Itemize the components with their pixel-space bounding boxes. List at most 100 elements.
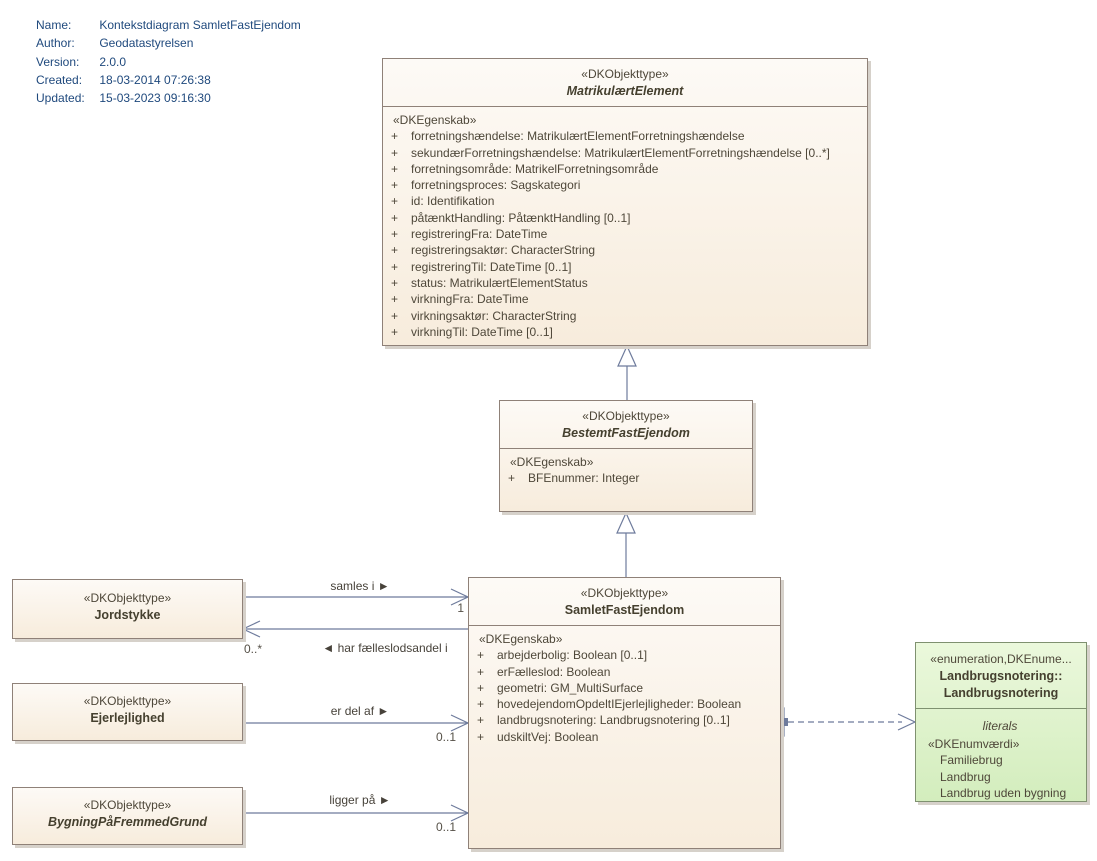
attribute-visibility: + bbox=[477, 697, 485, 712]
class-stereotype: «DKObjekttype» bbox=[581, 67, 669, 81]
attribute-list: + BFEnummer: Integer bbox=[506, 470, 746, 486]
diagram-metadata: Name: Kontekstdiagram SamletFastEjendom … bbox=[36, 16, 301, 107]
attribute-text: geometri: GM_MultiSurface bbox=[497, 680, 644, 695]
attribute-visibility: + bbox=[391, 227, 399, 242]
enumeration-literal-text: Landbrug bbox=[940, 769, 991, 784]
attribute-visibility: + bbox=[477, 664, 485, 679]
assoc-label-samles-i: samles i ► bbox=[330, 579, 390, 593]
class-ejerlejlighed[interactable]: «DKObjekttype» Ejerlejlighed bbox=[12, 683, 243, 741]
attribute-text: forretningsproces: Sagskategori bbox=[411, 178, 581, 193]
attribute-visibility: + bbox=[508, 471, 516, 486]
attribute-row: +status: MatrikulærtElementStatus bbox=[389, 275, 861, 291]
assoc-label-er-del-af: er del af ► bbox=[330, 704, 390, 718]
attribute-row: + virkningsaktør: CharacterString bbox=[389, 308, 861, 324]
attribute-text: registreringsaktør: CharacterString bbox=[411, 243, 596, 258]
attribute-row: + BFEnummer: Integer bbox=[506, 470, 746, 486]
enumeration-literal-list: Familiebrug Landbrug Landbrug uden bygni… bbox=[920, 752, 1080, 801]
enumeration-literal: Landbrug uden bygning bbox=[920, 785, 1080, 801]
enumeration-landbrugsnotering[interactable]: «enumeration,DKEnume... Landbrugsnoterin… bbox=[915, 642, 1087, 802]
attribute-text: BFEnummer: Integer bbox=[528, 471, 640, 486]
attribute-visibility: + bbox=[391, 259, 399, 274]
attribute-text: registreringTil: DateTime [0..1] bbox=[411, 259, 572, 274]
attribute-text: registreringFra: DateTime bbox=[411, 227, 548, 242]
attribute-text: erFælleslod: Boolean bbox=[497, 664, 611, 679]
attribute-visibility: + bbox=[391, 324, 399, 339]
attribute-text: påtænktHandling: PåtænktHandling [0..1] bbox=[411, 210, 631, 225]
attribute-text: udskiltVej: Boolean bbox=[497, 729, 599, 744]
attribute-stereotype: «DKEgenskab» bbox=[479, 632, 563, 646]
attribute-row: + registreringTil: DateTime [0..1] bbox=[389, 259, 861, 275]
enumeration-name: Landbrugsnotering bbox=[943, 686, 1059, 700]
mult-har-faelleslodsandel-i: 0..* bbox=[244, 642, 263, 656]
class-stereotype: «DKObjekttype» bbox=[582, 409, 670, 423]
mult-er-del-af: 0..1 bbox=[436, 730, 457, 744]
attribute-list: +arbejderbolig: Boolean [0..1] +erFælles… bbox=[475, 647, 774, 745]
class-stereotype: «DKObjekttype» bbox=[580, 586, 669, 600]
enumeration-literal-text: Familiebrug bbox=[940, 753, 1003, 768]
attribute-row: + erFælleslod: Boolean bbox=[475, 664, 774, 680]
attribute-text: status: MatrikulærtElementStatus bbox=[411, 275, 588, 290]
attribute-stereotype: «DKEgenskab» bbox=[510, 455, 594, 469]
attribute-visibility: + bbox=[391, 161, 399, 176]
class-name: BygningPåFremmedGrund bbox=[47, 815, 208, 829]
attribute-visibility: + bbox=[391, 243, 399, 258]
class-samletfastejendom[interactable]: «DKObjekttype» SamletFastEjendom «DKEgen… bbox=[468, 577, 781, 849]
attribute-row: + geometri: GM_MultiSurface bbox=[475, 680, 774, 696]
attribute-visibility: + bbox=[391, 129, 399, 144]
class-attribute-compartment: «DKEgenskab» +arbejderbolig: Boolean [0.… bbox=[469, 626, 780, 745]
class-header: «DKObjekttype» MatrikulærtElement bbox=[383, 59, 867, 107]
attribute-text: virkningFra: DateTime bbox=[411, 292, 529, 307]
class-matrikulaertelement[interactable]: «DKObjekttype» MatrikulærtElement «DKEge… bbox=[382, 58, 868, 346]
attribute-visibility: + bbox=[391, 145, 399, 160]
attribute-row: + hovedejendomOpdeltIEjerlejligheder: Boo… bbox=[475, 696, 774, 712]
metadata-value: Geodatastyrelsen bbox=[99, 36, 194, 51]
dependency-anchor-square bbox=[780, 718, 788, 726]
class-bestemtfastejendom[interactable]: «DKObjekttype» BestemtFastEjendom «DKEge… bbox=[499, 400, 753, 512]
enumeration-section-label: literals bbox=[982, 719, 1018, 733]
attribute-text: forretningsområde: MatrikelForretningsom… bbox=[411, 161, 659, 176]
class-jordstykke[interactable]: «DKObjekttype» Jordstykke bbox=[12, 579, 243, 639]
assoc-label-har-faelleslodsandel-i: ◄ har fælleslodsandel i bbox=[322, 641, 448, 655]
metadata-value: 18-03-2014 07:26:38 bbox=[99, 72, 211, 87]
attribute-visibility: + bbox=[391, 194, 399, 209]
class-bygningpafremmedgrund[interactable]: «DKObjekttype» BygningPåFremmedGrund bbox=[12, 787, 243, 845]
attribute-list: + forretningshændelse: MatrikulærtElement… bbox=[389, 128, 861, 340]
attribute-text: virkningsaktør: CharacterString bbox=[411, 308, 577, 323]
metadata-value: 15-03-2023 09:16:30 bbox=[99, 91, 211, 106]
mult-ligger-paa: 0..1 bbox=[436, 820, 457, 834]
metadata-row: Author: Geodatastyrelsen bbox=[36, 34, 301, 52]
metadata-value: 2.0.0 bbox=[99, 54, 127, 69]
attribute-text: virkningTil: DateTime [0..1] bbox=[411, 324, 553, 339]
attribute-row: +id: Identifikation bbox=[389, 193, 861, 209]
metadata-row: Updated: 15-03-2023 09:16:30 bbox=[36, 89, 301, 107]
attribute-visibility: + bbox=[477, 729, 485, 744]
enumeration-value-stereotype: «DKEnumværdi» bbox=[928, 737, 1020, 751]
attribute-visibility: + bbox=[391, 308, 399, 323]
class-header: «DKObjekttype» BestemtFastEjendom bbox=[500, 401, 752, 449]
class-attribute-compartment: «DKEgenskab» + BFEnummer: Integer bbox=[500, 449, 752, 487]
class-name: Ejerlejlighed bbox=[90, 711, 165, 725]
metadata-row: Created: 18-03-2014 07:26:38 bbox=[36, 71, 301, 89]
attribute-text: forretningshændelse: MatrikulærtElementF… bbox=[411, 129, 745, 144]
metadata-label: Author: bbox=[36, 36, 75, 51]
attribute-row: + forretningshændelse: MatrikulærtElement… bbox=[389, 128, 861, 144]
class-header: «DKObjekttype» BygningPåFremmedGrund bbox=[13, 788, 242, 837]
metadata-label: Name: bbox=[36, 18, 72, 32]
attribute-row: + registreringsaktør: CharacterString bbox=[389, 242, 861, 258]
attribute-row: + udskiltVej: Boolean bbox=[475, 729, 774, 745]
class-stereotype: «DKObjekttype» bbox=[83, 798, 172, 812]
attribute-text: hovedejendomOpdeltIEjerlejligheder: Bool… bbox=[497, 697, 742, 712]
class-header: «DKObjekttype» SamletFastEjendom bbox=[469, 578, 780, 626]
attribute-visibility: + bbox=[477, 680, 485, 695]
class-header: «DKObjekttype» Ejerlejlighed bbox=[13, 684, 242, 733]
enumeration-header: «enumeration,DKEnume... Landbrugsnoterin… bbox=[916, 643, 1086, 709]
attribute-row: +virkningFra: DateTime bbox=[389, 291, 861, 307]
attribute-row: + registreringFra: DateTime bbox=[389, 226, 861, 242]
enumeration-literal-text: Landbrug uden bygning bbox=[940, 785, 1067, 800]
attribute-row: +påtænktHandling: PåtænktHandling [0..1] bbox=[389, 210, 861, 226]
metadata-row: Version: 2.0.0 bbox=[36, 53, 301, 71]
enumeration-name-qualifier: Landbrugsnotering:: bbox=[939, 669, 1063, 683]
metadata-label: Updated: bbox=[36, 91, 85, 106]
